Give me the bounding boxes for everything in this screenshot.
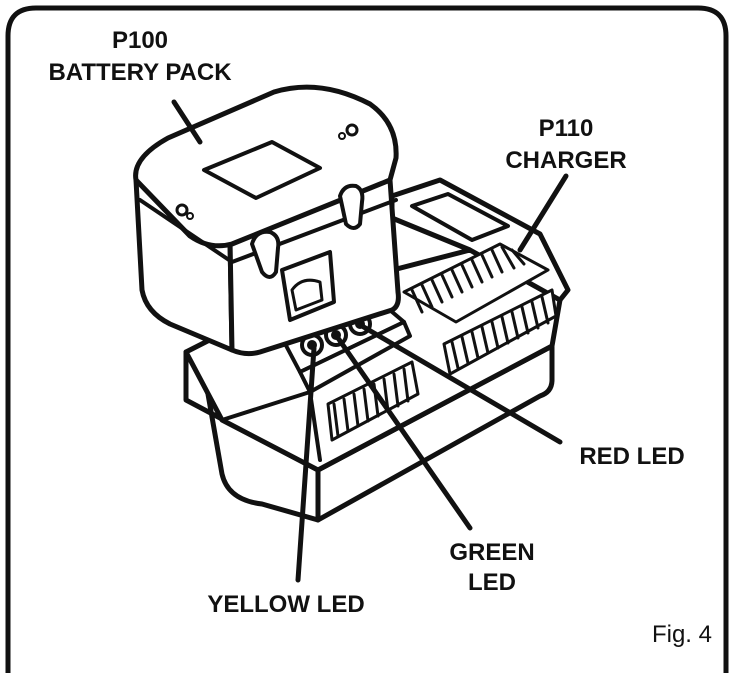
battery-latch-right bbox=[338, 183, 365, 230]
battery-label-model: P100 bbox=[112, 27, 168, 54]
vent-grille-rear bbox=[402, 242, 550, 324]
red-led-leader bbox=[359, 323, 563, 445]
green-led-leader bbox=[335, 335, 473, 531]
charger-rear-window bbox=[410, 192, 510, 242]
battery-latch-left bbox=[250, 229, 281, 279]
battery-pack-illustration bbox=[133, 84, 401, 357]
battery-cap-rim bbox=[138, 198, 398, 264]
charger-label-model: P110 bbox=[539, 115, 594, 142]
vent-grille-front bbox=[326, 360, 420, 442]
vent-grille-side bbox=[442, 288, 558, 376]
battery-label-name: BATTERY PACK bbox=[48, 59, 232, 86]
charger-base-side bbox=[315, 343, 555, 523]
yellow-led-label: YELLOW LED bbox=[207, 591, 364, 618]
green-led-label-line2: LED bbox=[468, 569, 516, 596]
leader-lines bbox=[171, 99, 569, 583]
battery-body-left bbox=[133, 177, 235, 353]
battery-stem-slot bbox=[290, 278, 324, 312]
figure-frame bbox=[5, 5, 729, 673]
figure-caption: Fig. 4 bbox=[652, 621, 712, 648]
battery-leader bbox=[171, 99, 203, 145]
battery-top-window bbox=[202, 140, 322, 200]
yellow-led-leader bbox=[295, 345, 317, 583]
battery-screw-left bbox=[175, 203, 189, 217]
charger-label-name: CHARGER bbox=[505, 147, 626, 174]
red-led-label: RED LED bbox=[579, 443, 684, 470]
charger-leader bbox=[517, 173, 569, 253]
green-led-label-line1: GREEN bbox=[449, 539, 534, 566]
battery-screw-right bbox=[345, 123, 359, 137]
